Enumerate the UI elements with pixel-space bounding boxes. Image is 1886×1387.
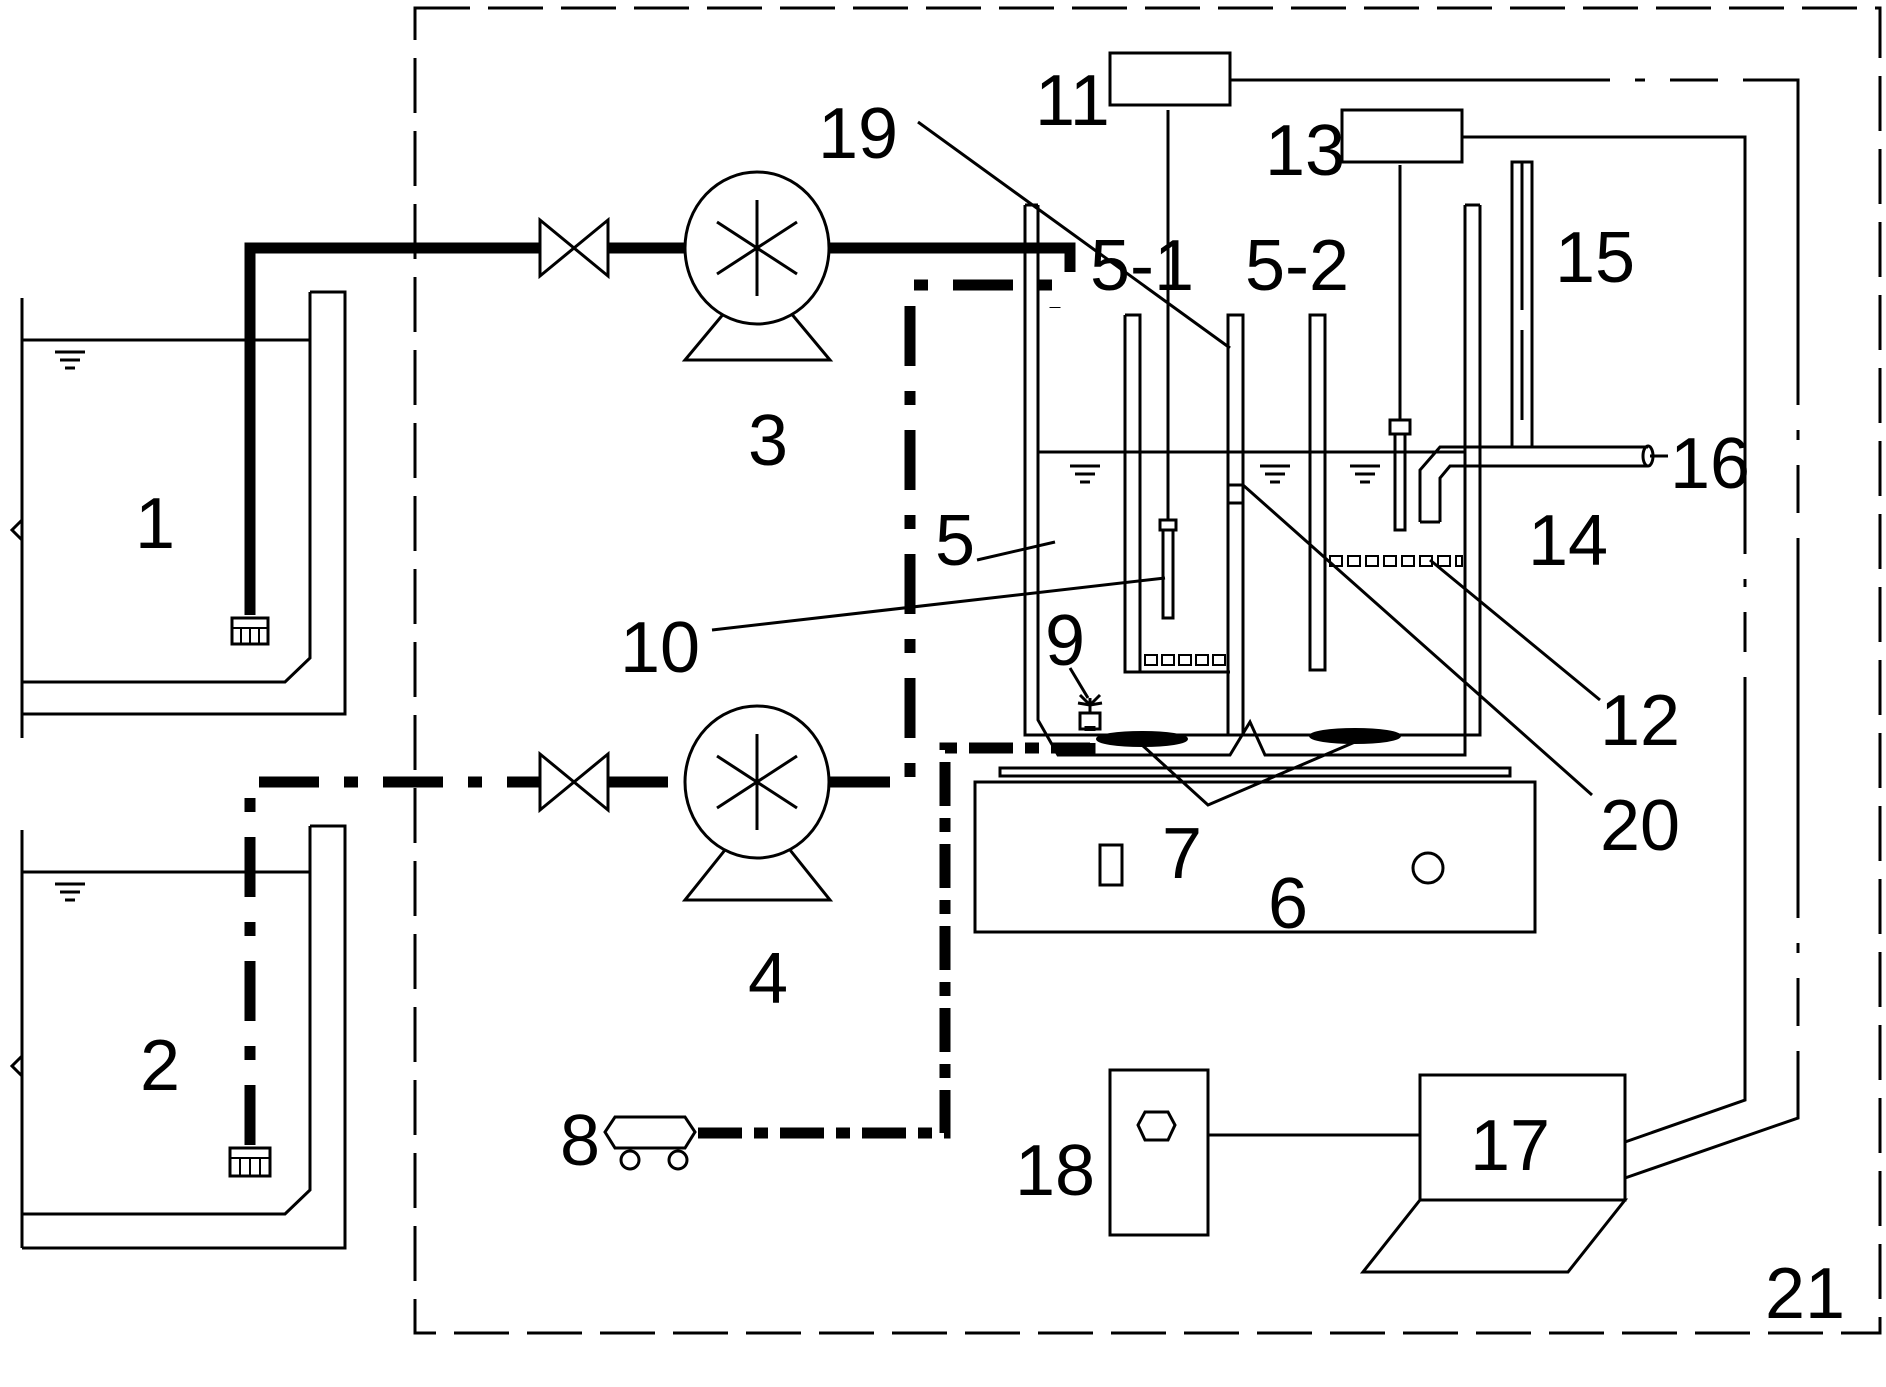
stirrer-6-label: 6 (1268, 864, 1308, 944)
tank-2-label: 2 (140, 1026, 180, 1106)
meter-13 (1340, 108, 1464, 164)
mesh-12 (1329, 555, 1463, 567)
pump-3-label: 3 (748, 401, 788, 481)
compartment-5-1-baffle (1123, 313, 1230, 674)
probe-10-label: 10 (620, 608, 700, 688)
water-level-marks (1070, 464, 1380, 484)
vent-15-pipe (1510, 160, 1534, 447)
reactor-5-leader (976, 540, 1056, 562)
computer-17-icon (1359, 1073, 1629, 1274)
aerator-9-label: 9 (1045, 601, 1085, 681)
enclosure-21-label: 21 (1765, 1254, 1845, 1334)
probe-10-leader (711, 576, 1166, 632)
vent-15-label: 15 (1555, 218, 1635, 298)
meter-11-label: 11 (1035, 61, 1110, 141)
outlet-14-label: 14 (1528, 501, 1608, 581)
mesh-12-label: 12 (1600, 681, 1680, 761)
magnetic-stirrer-6 (973, 766, 1537, 934)
pump-4-label: 4 (748, 939, 788, 1019)
computer-17-label: 17 (1470, 1106, 1550, 1186)
tank-1-label: 1 (135, 484, 175, 564)
tank-2 (9, 824, 347, 1250)
baffle-19 (1226, 313, 1245, 505)
feed-pipe-2 (244, 279, 1061, 1145)
meter-11 (1108, 51, 1232, 107)
probe-13-icon (1388, 165, 1412, 532)
mesh-12-leader (1429, 558, 1601, 702)
stir-bars-7 (1096, 728, 1401, 747)
probe-10-icon (1158, 110, 1178, 620)
baffle-20-label: 20 (1600, 786, 1680, 866)
compartment-5-2-baffle (1308, 313, 1327, 672)
aerator-9-leader (1068, 667, 1090, 699)
signal-cable-13 (1462, 135, 1747, 1144)
outlet-14-pipe (1418, 444, 1655, 524)
controller-18-label: 18 (1015, 1131, 1095, 1211)
effluent-16-label: 16 (1670, 424, 1750, 504)
tank-1 (9, 290, 347, 738)
reactor-5-label: 5 (935, 501, 975, 581)
pump-3-icon (681, 170, 834, 362)
aerator-9-icon (1077, 693, 1103, 731)
stir-bars-7-label: 7 (1162, 814, 1202, 894)
feed-pipe-1 (244, 242, 1076, 615)
baffle-20 (1226, 483, 1245, 737)
controller-18-knob-icon (1136, 1110, 1177, 1142)
air-pump-8-icon (603, 1115, 697, 1171)
air-pump-8-label: 8 (560, 1101, 600, 1181)
valve-1-icon (538, 216, 610, 280)
valve-2-icon (538, 750, 610, 814)
compartment-5-2-label: 5-2 (1245, 226, 1349, 306)
stir-bars-7-leader (1140, 740, 1356, 807)
baffle-19-leader (917, 120, 1231, 350)
compartment-5-1-mesh (1144, 654, 1226, 666)
baffle-20-leader (1242, 483, 1593, 797)
pump-4-icon (681, 704, 834, 902)
air-line (698, 726, 1096, 1139)
enclosure-boundary (413, 6, 1882, 1335)
baffle-19-label: 19 (818, 94, 898, 174)
controller-18 (1108, 1068, 1210, 1237)
signal-cable-11 (1230, 78, 1800, 1180)
compartment-5-1-label: 5-1 (1090, 226, 1194, 306)
meter-13-label: 13 (1265, 111, 1345, 191)
